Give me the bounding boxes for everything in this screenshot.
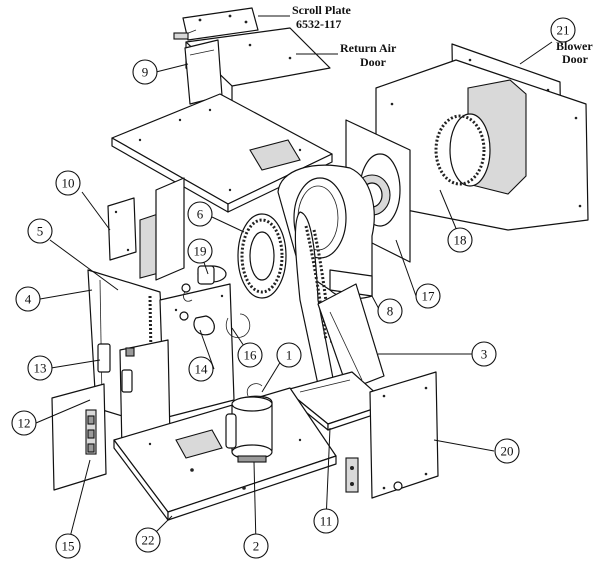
blower-door-label-line1: Blower	[556, 39, 593, 53]
callout-9: 9	[132, 59, 158, 85]
return-air-door-label-line1: Return Air	[340, 41, 397, 55]
callouts: 1 2 3 4 5 6 8 9 10 11 12 13 14 15 16 17 …	[11, 17, 576, 559]
callout-10: 10	[55, 170, 81, 196]
callout-20-label: 20	[501, 444, 514, 459]
callout-22-label: 22	[142, 533, 155, 548]
callout-21: 21	[550, 17, 576, 43]
callout-11-label: 11	[320, 514, 333, 529]
callout-18: 18	[447, 227, 473, 253]
callout-11: 11	[313, 508, 339, 534]
callout-15-label: 15	[62, 539, 75, 554]
blower-housing-front-18	[375, 59, 589, 231]
callout-19-label: 19	[194, 244, 207, 259]
callout-3-label: 3	[481, 347, 488, 362]
notes: Scroll Plate 6532-117 Return Air Door Bl…	[292, 3, 593, 69]
scroll-plate	[173, 7, 259, 41]
callout-20: 20	[494, 438, 520, 464]
callout-4-label: 4	[25, 292, 32, 307]
callout-9-label: 9	[142, 65, 149, 80]
callout-6-label: 6	[197, 207, 204, 222]
callout-16: 16	[237, 342, 263, 368]
callout-21-label: 21	[557, 23, 570, 38]
callout-12: 12	[11, 410, 37, 436]
side-panel-20	[345, 371, 439, 499]
callout-16-label: 16	[244, 348, 258, 363]
callout-4: 4	[15, 286, 41, 312]
callout-12-label: 12	[18, 416, 31, 431]
callout-19: 19	[187, 238, 213, 264]
base-pan-22	[113, 387, 337, 521]
callout-6: 6	[187, 201, 213, 227]
callout-2: 2	[243, 533, 269, 559]
compressor-1	[225, 383, 273, 463]
callout-13-label: 13	[34, 361, 47, 376]
callout-15: 15	[55, 533, 81, 559]
callout-18-label: 18	[454, 233, 467, 248]
callout-14: 14	[188, 356, 214, 382]
blower-wheel-6	[237, 213, 287, 299]
return-air-door-label-line2: Door	[360, 55, 387, 69]
callout-8-label: 8	[387, 304, 394, 319]
callout-13: 13	[27, 355, 53, 381]
callout-17: 17	[415, 283, 441, 309]
callout-8: 8	[377, 298, 403, 324]
blower-scroll-8	[277, 164, 375, 300]
scroll-plate-title: Scroll Plate	[292, 3, 351, 17]
blower-door-label-line2: Door	[562, 52, 589, 66]
callout-5: 5	[27, 218, 53, 244]
callout-14-label: 14	[195, 362, 209, 377]
callout-1: 1	[276, 342, 302, 368]
callout-10-label: 10	[62, 176, 75, 191]
callout-1-label: 1	[286, 348, 293, 363]
control-components	[179, 265, 251, 338]
callout-22: 22	[135, 527, 161, 553]
leader-lines	[35, 15, 553, 546]
partition-panel	[119, 283, 235, 453]
scroll-plate-part-number: 6532-117	[296, 17, 341, 31]
callout-5-label: 5	[37, 224, 44, 239]
filter-bracket-9	[184, 39, 223, 105]
filter-rack	[155, 177, 185, 281]
callout-17-label: 17	[422, 289, 436, 304]
electrical-box-12	[51, 383, 107, 491]
callout-2-label: 2	[253, 539, 260, 554]
coil-panel-3	[317, 283, 385, 391]
callout-3: 3	[471, 341, 497, 367]
capacitor-13	[97, 343, 135, 393]
